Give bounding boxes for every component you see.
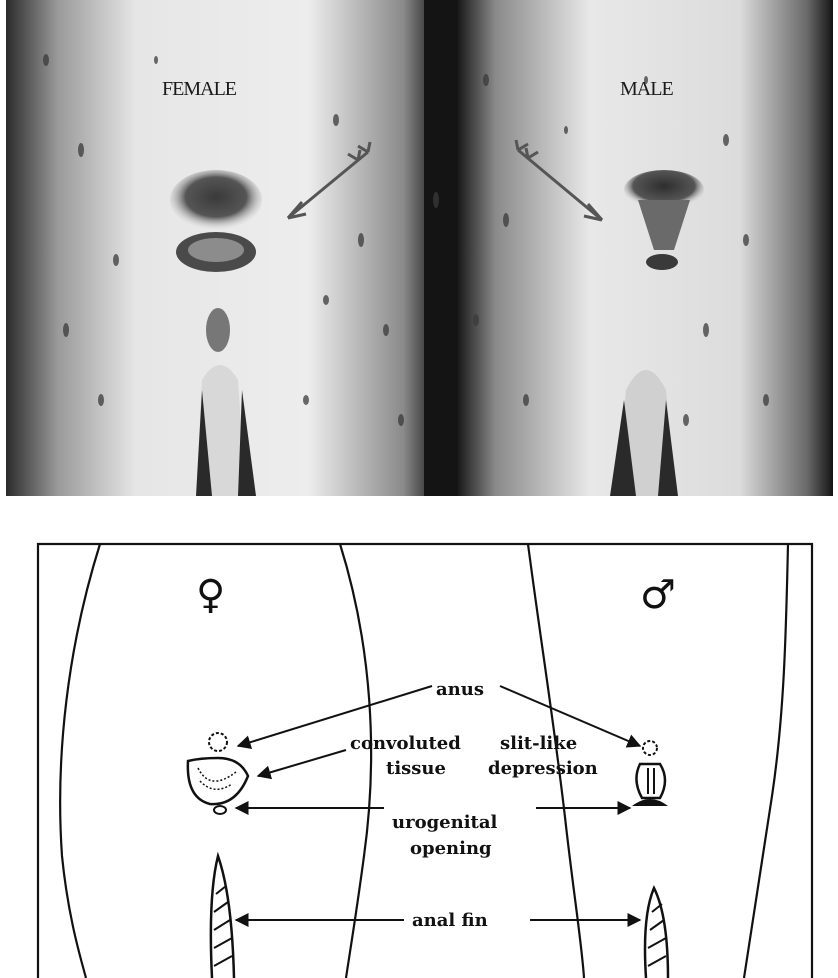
convoluted-tissue-leader-line xyxy=(258,750,346,776)
male-anus-drawing xyxy=(643,741,657,755)
female-body-outline-left xyxy=(60,544,100,978)
urogenital-opening-label-line1: urogenital xyxy=(392,812,498,833)
line-drawing-panel: ♀ ♂ anus convoluted tissue slit-like dep… xyxy=(0,496,838,978)
male-slit-depression-drawing xyxy=(636,764,665,798)
female-anus xyxy=(170,170,262,230)
male-urogenital-drawing xyxy=(632,799,668,806)
male-symbol: ♂ xyxy=(640,572,676,618)
female-anal-fin-drawing xyxy=(211,856,234,978)
convoluted-tissue-label-line2: tissue xyxy=(386,758,446,779)
anal-fin-label: anal fin xyxy=(412,910,488,931)
female-anus-drawing xyxy=(209,733,227,751)
photograph-panel: FEMALE MALE xyxy=(6,0,833,496)
female-urogenital-drawing xyxy=(214,806,226,814)
male-anal-fin-drawing xyxy=(645,888,668,978)
slit-like-depression-label-line2: depression xyxy=(488,758,598,779)
anus-label: anus xyxy=(436,679,484,700)
slit-like-depression-label-line1: slit-like xyxy=(500,733,577,754)
convoluted-tissue-label-line1: convoluted xyxy=(350,733,461,754)
male-body-outline-right xyxy=(744,544,788,978)
female-body-outline-right xyxy=(340,544,371,978)
male-photo-label: MALE xyxy=(620,78,673,100)
urogenital-opening-label-line2: opening xyxy=(410,838,492,859)
female-symbol: ♀ xyxy=(196,572,225,618)
female-photo-label: FEMALE xyxy=(162,78,237,100)
